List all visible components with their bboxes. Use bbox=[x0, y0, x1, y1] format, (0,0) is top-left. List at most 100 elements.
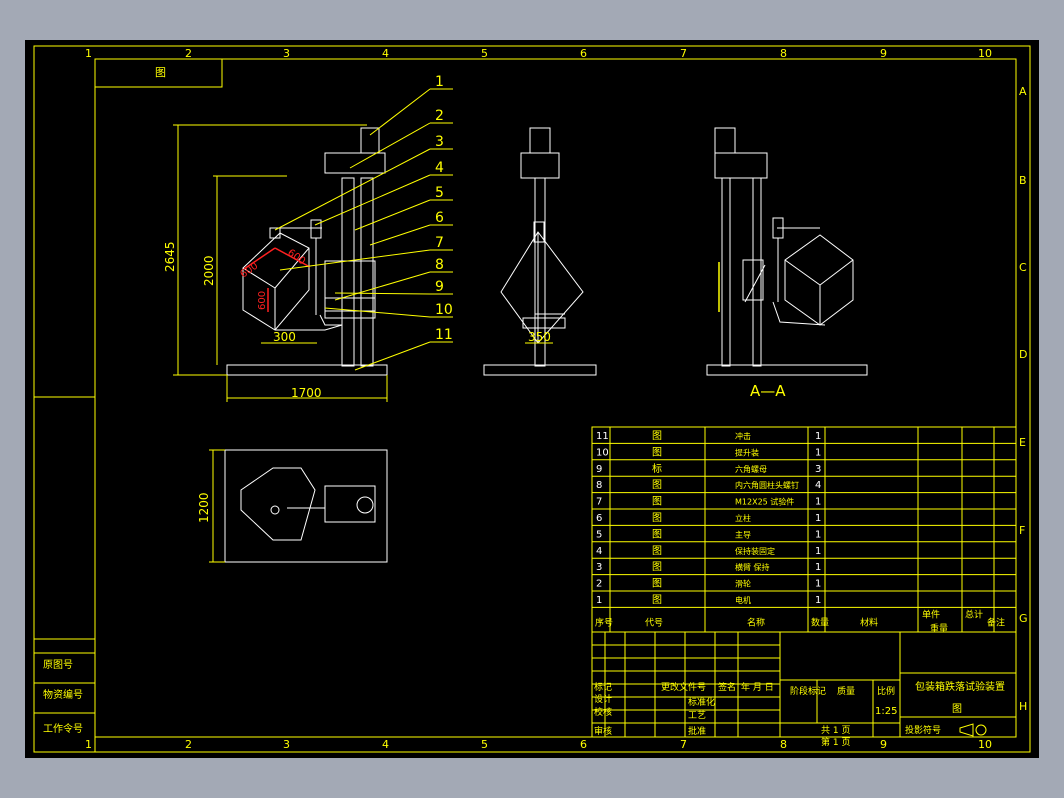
sheets-total: 共 1 页 bbox=[821, 725, 850, 736]
part-qty: 1 bbox=[815, 562, 821, 573]
callout-10: 10 bbox=[435, 302, 453, 318]
column-label-top: 8 bbox=[780, 47, 787, 60]
header-weight: 重量 bbox=[930, 622, 948, 634]
header-material: 材料 bbox=[860, 616, 878, 628]
column-label-bottom: 4 bbox=[382, 738, 389, 751]
projection-symbol-icon bbox=[959, 723, 987, 737]
column-label-bottom: 9 bbox=[880, 738, 887, 751]
column-label-top: 6 bbox=[580, 47, 587, 60]
callout-5: 5 bbox=[435, 185, 444, 201]
corner-block bbox=[94, 58, 223, 88]
callout-3: 3 bbox=[435, 134, 444, 150]
callout-6: 6 bbox=[435, 210, 444, 226]
plan-view bbox=[224, 449, 388, 563]
date-label: 年 月 日 bbox=[741, 681, 774, 693]
row-label: B bbox=[1019, 174, 1027, 187]
part-qty: 1 bbox=[815, 579, 821, 590]
projection-label: 投影符号 bbox=[905, 724, 941, 736]
process-label: 工艺 bbox=[688, 710, 706, 721]
title-text: 包装箱跌落试验装置 bbox=[915, 680, 1005, 693]
side-view bbox=[483, 127, 597, 376]
part-code: 图 bbox=[652, 545, 662, 557]
column-label-top: 5 bbox=[481, 47, 488, 60]
column-label-bottom: 8 bbox=[780, 738, 787, 751]
stage-label: 阶段标记 bbox=[790, 685, 826, 697]
part-name: 保持装固定 bbox=[735, 546, 775, 556]
part-name: 内六角圆柱头螺钉 bbox=[735, 480, 799, 490]
check-label: 校核 bbox=[594, 706, 612, 718]
header-qty: 数量 bbox=[811, 616, 829, 628]
column-label-bottom: 2 bbox=[185, 738, 192, 751]
part-code: 图 bbox=[652, 446, 662, 458]
sheet-number: 第 1 页 bbox=[821, 736, 850, 748]
mark-label: 标记 bbox=[594, 681, 612, 693]
part-number: 2 bbox=[596, 579, 602, 590]
column-label-top: 10 bbox=[978, 47, 992, 60]
standard-label: 标准化 bbox=[688, 696, 715, 708]
part-qty: 1 bbox=[815, 513, 821, 524]
part-code: 图 bbox=[652, 496, 662, 508]
row-label: G bbox=[1019, 612, 1028, 625]
part-name: 六角螺母 bbox=[735, 464, 767, 474]
part-code: 图 bbox=[652, 430, 662, 442]
part-number: 6 bbox=[596, 513, 602, 524]
dim-1200: 1200 bbox=[197, 492, 211, 523]
change-doc-label: 更改文件号 bbox=[661, 681, 706, 693]
part-name: 提升装 bbox=[735, 447, 759, 457]
front-view bbox=[226, 127, 388, 376]
design-label: 设计 bbox=[594, 693, 612, 705]
column-label-bottom: 3 bbox=[283, 738, 290, 751]
part-name: 滑轮 bbox=[735, 579, 751, 589]
orig-label: 原图号 bbox=[43, 659, 73, 671]
dim-2000: 2000 bbox=[202, 255, 216, 286]
review-label: 审核 bbox=[594, 725, 612, 737]
work-label: 工作令号 bbox=[43, 722, 83, 735]
section-label: A—A bbox=[750, 382, 786, 400]
part-qty: 4 bbox=[815, 480, 821, 491]
part-name: 冲击 bbox=[735, 431, 751, 441]
dim-300: 300 bbox=[273, 330, 296, 344]
row-label: H bbox=[1019, 700, 1027, 713]
header-name: 名称 bbox=[747, 616, 765, 628]
approve-label: 批准 bbox=[688, 725, 706, 737]
callout-7: 7 bbox=[435, 235, 444, 251]
part-number: 8 bbox=[596, 480, 602, 491]
part-number: 9 bbox=[596, 464, 602, 475]
header-unit: 单件 bbox=[922, 608, 940, 620]
inner-border bbox=[94, 58, 1017, 738]
column-label-top: 1 bbox=[85, 47, 92, 60]
part-number: 5 bbox=[596, 529, 602, 540]
row-label: C bbox=[1019, 261, 1027, 274]
section-view bbox=[706, 127, 868, 376]
column-label-top: 9 bbox=[880, 47, 887, 60]
dim-2645: 2645 bbox=[163, 241, 177, 272]
red-dim-1: 600 bbox=[238, 260, 260, 280]
part-code: 图 bbox=[652, 578, 662, 590]
scale-value: 1:25 bbox=[875, 706, 897, 717]
scale-label: 比例 bbox=[877, 685, 895, 697]
callout-4: 4 bbox=[435, 160, 444, 176]
column-label-top: 7 bbox=[680, 47, 687, 60]
part-name: 立柱 bbox=[735, 513, 751, 523]
part-number: 7 bbox=[596, 497, 602, 508]
part-qty: 3 bbox=[815, 464, 821, 475]
header-code: 代号 bbox=[645, 617, 663, 628]
header-no: 序号 bbox=[595, 616, 613, 628]
part-number: 10 bbox=[596, 447, 609, 458]
part-name: 横臂 保持 bbox=[735, 562, 770, 572]
part-number: 4 bbox=[596, 546, 602, 557]
sign-label: 签名 bbox=[718, 681, 736, 693]
callout-8: 8 bbox=[435, 257, 444, 273]
part-qty: 1 bbox=[815, 497, 821, 508]
part-code: 图 bbox=[652, 561, 662, 573]
header-total: 总计 bbox=[965, 608, 983, 620]
part-code: 图 bbox=[652, 479, 662, 491]
header-remark: 备注 bbox=[987, 616, 1005, 628]
column-label-top: 3 bbox=[283, 47, 290, 60]
part-code: 图 bbox=[652, 528, 662, 540]
callout-9: 9 bbox=[435, 279, 444, 295]
drawing-label: 图 bbox=[952, 703, 962, 715]
part-name: 主导 bbox=[735, 529, 751, 539]
title-block-frame bbox=[591, 631, 1017, 738]
